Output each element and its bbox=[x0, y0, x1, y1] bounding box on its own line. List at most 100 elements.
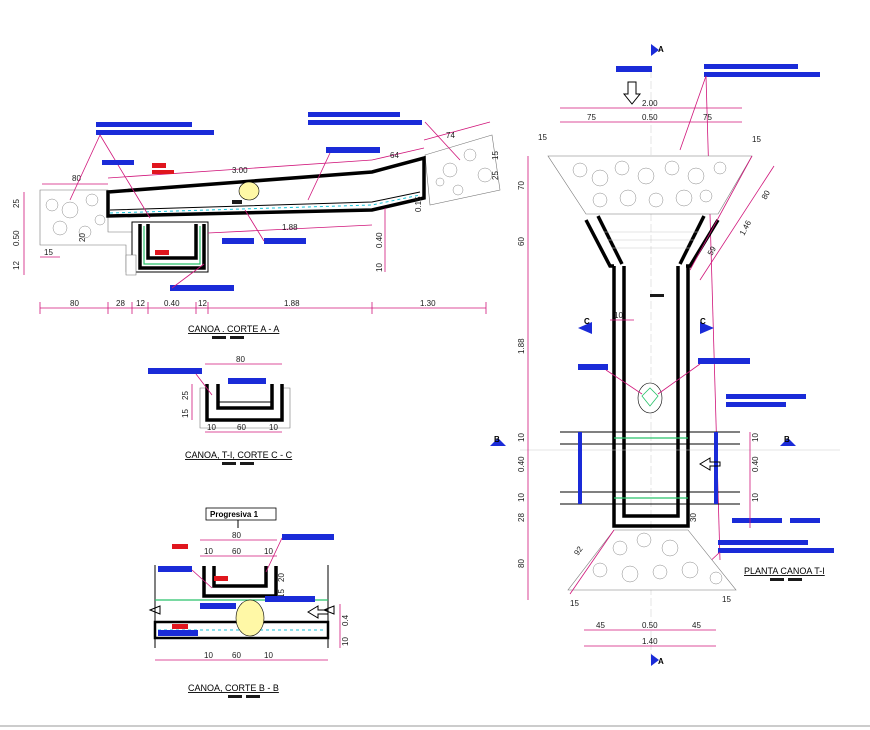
dim-aa-left-12: 12 bbox=[12, 261, 21, 270]
dim-aa-left-15: 15 bbox=[44, 248, 53, 257]
dim-cc-bottom-60: 60 bbox=[237, 423, 246, 432]
dim-plan-diag-146: 1.46 bbox=[738, 218, 754, 236]
stone-marker bbox=[238, 181, 260, 201]
dim-plan-top-200: 2.00 bbox=[642, 99, 658, 108]
dim-plan-top-75a: 75 bbox=[587, 113, 596, 122]
dim-aa-bottom-040: 0.40 bbox=[164, 299, 180, 308]
dim-bb-top-10b: 10 bbox=[264, 547, 273, 556]
dim-plan-bottom-140: 1.40 bbox=[642, 637, 658, 646]
section-cc: 80 10 60 10 25 15 CANOA, T-I, CORTE C - … bbox=[148, 355, 293, 465]
section-bb: Progresiva 1 80 10 60 10 10 60 10 20 15 … bbox=[148, 507, 350, 698]
dim-bb-right-20: 20 bbox=[277, 573, 286, 582]
dim-plan-left-10a: 10 bbox=[517, 433, 526, 442]
dim-plan-left-70: 70 bbox=[517, 181, 526, 190]
dim-aa-left-25: 25 bbox=[12, 199, 21, 208]
flow-arrow-plan-side-icon bbox=[699, 457, 721, 471]
marker-a-top-icon bbox=[651, 44, 659, 56]
dim-plan-bottom-92: 92 bbox=[572, 544, 585, 557]
channel-cc bbox=[205, 384, 284, 422]
flow-arrow-bb bbox=[307, 605, 329, 619]
water-line-aa bbox=[109, 194, 421, 214]
plan-view: A 2.00 75 0.50 75 15 15 bbox=[490, 44, 840, 666]
annotation-tag bbox=[96, 122, 192, 127]
title-section-bb: CANOA, CORTE B - B bbox=[188, 683, 279, 693]
dim-bb-bottom-60: 60 bbox=[232, 651, 241, 660]
dim-aa-bottom-12b: 12 bbox=[198, 299, 207, 308]
dim-aa-right-040: 0.40 bbox=[375, 232, 384, 248]
dim-aa-bottom-80: 80 bbox=[70, 299, 79, 308]
dim-cc-left-25: 25 bbox=[181, 391, 190, 400]
lower-box bbox=[138, 224, 206, 270]
dim-plan-left-040: 0.40 bbox=[517, 456, 526, 472]
ground-fill-right bbox=[424, 134, 501, 206]
marker-b-left: B bbox=[494, 435, 500, 444]
dim-aa-right-015: 0.15 bbox=[414, 196, 423, 212]
dim-aa-right-10: 10 bbox=[375, 263, 384, 272]
progresiva-label: Progresiva 1 bbox=[210, 510, 259, 519]
dim-bb-top-10a: 10 bbox=[204, 547, 213, 556]
title-section-cc: CANOA, T-I, CORTE C - C bbox=[185, 450, 293, 460]
dim-bb-far-04: 0.4 bbox=[341, 614, 350, 626]
dim-cc-top-80: 80 bbox=[236, 355, 245, 364]
dim-aa-top-74: 74 bbox=[446, 131, 455, 140]
dim-bb-top-80: 80 bbox=[232, 531, 241, 540]
channel-plan bbox=[612, 266, 690, 528]
dim-bb-bottom-10b: 10 bbox=[264, 651, 273, 660]
marker-b-right-icon bbox=[780, 438, 796, 446]
dim-cc-bottom-10b: 10 bbox=[269, 423, 278, 432]
dim-plan-left-28: 28 bbox=[517, 513, 526, 522]
dim-bb-top-60: 60 bbox=[232, 547, 241, 556]
marker-a-bottom-icon bbox=[651, 654, 659, 666]
dim-plan-left-60: 60 bbox=[517, 237, 526, 246]
dim-aa-right-15: 15 bbox=[491, 151, 500, 160]
dim-cc-left-15: 15 bbox=[181, 409, 190, 418]
dim-plan-top-15b: 15 bbox=[752, 135, 761, 144]
dim-plan-left-10b: 10 bbox=[517, 493, 526, 502]
marker-c-left-icon bbox=[578, 322, 592, 334]
section-aa: 80 3.00 64 74 1.88 25 0.50 12 15 20 0.40… bbox=[12, 112, 501, 339]
dim-plan-bottom-45b: 45 bbox=[692, 621, 701, 630]
canal-slab bbox=[106, 155, 426, 218]
stone-transition-bottom bbox=[567, 529, 737, 591]
marker-c-left: C bbox=[584, 317, 590, 326]
dim-plan-bottom-15b: 15 bbox=[722, 595, 731, 604]
dim-aa-bottom-28: 28 bbox=[116, 299, 125, 308]
dim-plan-bottom-45a: 45 bbox=[596, 621, 605, 630]
marker-c-right: C bbox=[700, 317, 706, 326]
dim-aa-left-20: 20 bbox=[78, 233, 87, 242]
dim-aa-top-80: 80 bbox=[72, 174, 81, 183]
dim-aa-right-25: 25 bbox=[491, 171, 500, 180]
rock-texture-right bbox=[435, 148, 493, 196]
dim-bb-right-15: 15 bbox=[277, 589, 286, 598]
dim-plan-right-10b: 10 bbox=[751, 493, 760, 502]
dim-plan-mid-10: 10 bbox=[614, 311, 623, 320]
dim-plan-left-80: 80 bbox=[517, 559, 526, 568]
flow-arrow-plan-top-icon bbox=[622, 81, 642, 105]
dim-plan-bottom-15a: 15 bbox=[570, 599, 579, 608]
dim-plan-top-15a: 15 bbox=[538, 133, 547, 142]
dim-aa-top-300: 3.00 bbox=[232, 166, 248, 175]
rock-texture-left bbox=[45, 193, 106, 239]
progresiva-box bbox=[205, 507, 277, 521]
dim-bb-bottom-10a: 10 bbox=[204, 651, 213, 660]
dim-aa-bottom-188: 1.88 bbox=[284, 299, 300, 308]
dim-plan-top-75b: 75 bbox=[703, 113, 712, 122]
dim-plan-right-040: 0.40 bbox=[751, 456, 760, 472]
marker-c-right-icon bbox=[700, 322, 714, 334]
dim-aa-left-050: 0.50 bbox=[12, 230, 21, 246]
dim-plan-bottom-050: 0.50 bbox=[642, 621, 658, 630]
dim-plan-right-30: 30 bbox=[689, 513, 698, 522]
dim-plan-left-188: 1.88 bbox=[517, 338, 526, 354]
marker-a-bottom: A bbox=[658, 657, 664, 666]
dim-plan-diag-80: 80 bbox=[760, 188, 772, 201]
dim-bb-far-10: 10 bbox=[341, 637, 350, 646]
marker-b-right: B bbox=[784, 435, 790, 444]
dim-plan-right-10a: 10 bbox=[751, 433, 760, 442]
dim-aa-top-64: 64 bbox=[390, 151, 399, 160]
ground-fill-left bbox=[39, 189, 137, 273]
dim-aa-bottom-130: 1.30 bbox=[420, 299, 436, 308]
stone-transition-top bbox=[547, 155, 753, 215]
dim-plan-top-050: 0.50 bbox=[642, 113, 658, 122]
dim-cc-bottom-10a: 10 bbox=[207, 423, 216, 432]
